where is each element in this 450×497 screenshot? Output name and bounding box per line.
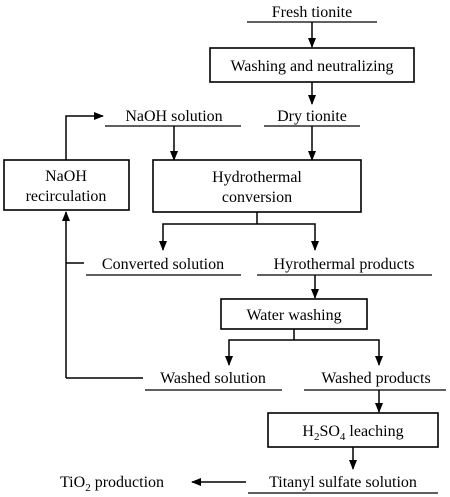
- arrow-to-washed-products: [294, 339, 383, 366]
- dry-tionite-label: Dry tionite: [277, 108, 347, 125]
- arrow-recirculation-to-naoh: [65, 112, 104, 160]
- tio2-production-label: TiO2 production: [60, 474, 164, 494]
- naoh-solution-label: NaOH solution: [125, 108, 222, 125]
- washing-neutralizing-box: [209, 47, 415, 83]
- arrow-to-hydrothermal-products: [257, 223, 319, 251]
- h2so4-leaching-label: H2SO4 leaching: [302, 423, 403, 443]
- arrow-to-converted-solution: [159, 223, 257, 251]
- water-washing-label: Water washing: [246, 307, 341, 324]
- arrow-to-washed-solution: [225, 339, 294, 366]
- washed-solution-label: Washed solution: [160, 370, 266, 387]
- hydrothermal-conversion-box: [152, 159, 362, 213]
- h2so4-leaching-box: [267, 412, 439, 448]
- fresh-tionite-label: Fresh tionite: [272, 4, 352, 21]
- naoh-recirculation-box: [3, 159, 130, 211]
- titanyl-sulfate-label: Titanyl sulfate solution: [269, 474, 417, 491]
- naoh-recirculation-label-line1: NaOH: [45, 168, 87, 185]
- naoh-recirculation-label-line2: recirculation: [26, 188, 107, 205]
- hydrothermal-label-line1: Hydrothermal: [212, 169, 302, 186]
- washed-products-label: Washed products: [321, 370, 430, 387]
- hydrothermal-label-line2: conversion: [222, 189, 292, 206]
- washing-neutralizing-label: Washing and neutralizing: [230, 58, 393, 75]
- hydrothermal-products-label: Hyrothermal products: [274, 256, 415, 273]
- converted-solution-label: Converted solution: [102, 256, 224, 273]
